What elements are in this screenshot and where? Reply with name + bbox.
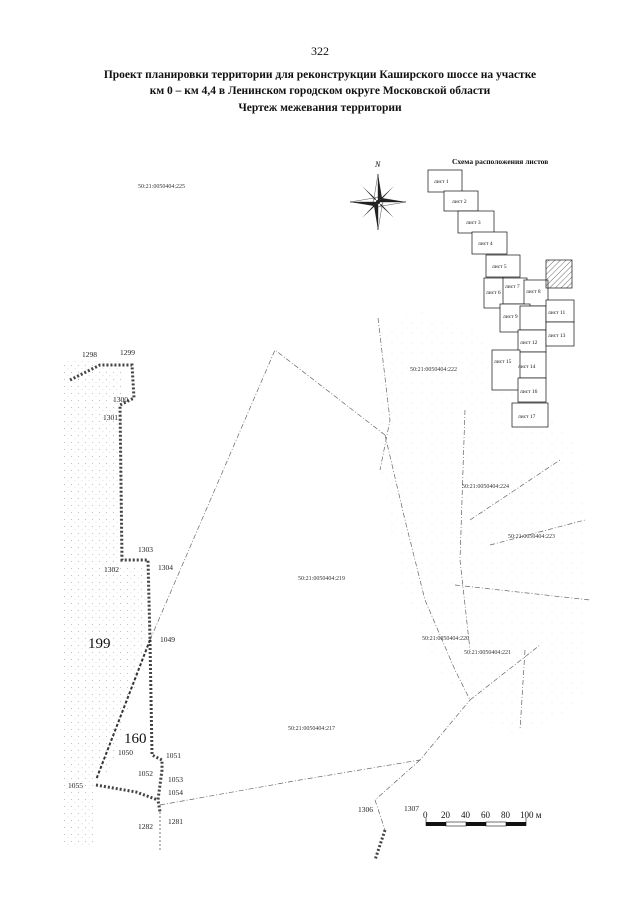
boundary-223 (489, 519, 586, 546)
point-label: 1050 (118, 748, 133, 757)
sheet-label: лист 16 (520, 389, 538, 395)
sheet-5 (485, 254, 521, 278)
point-label: 1303 (138, 545, 153, 554)
sheet-label: лист 1 (434, 179, 449, 185)
parcel-label: 50:21:0050404:225 (138, 184, 185, 190)
sheet-9b (519, 305, 547, 331)
point-label: 1051 (166, 751, 181, 760)
title-line-1: Проект планировки территории для реконст… (103, 69, 537, 81)
sheet-label: лист 5 (492, 264, 507, 270)
scale-label: 40 (461, 810, 471, 820)
zone-label-199: 199 (88, 636, 111, 652)
point-label: 1302 (104, 565, 119, 574)
title-line-2: км 0 – км 4,4 в Ленинском городском окру… (149, 85, 491, 97)
point-label: 1299 (120, 348, 135, 357)
parcel-label: 50:21:0050404:217 (288, 726, 335, 732)
parcel-boundaries (149, 317, 591, 831)
point-label: 1282 (138, 822, 153, 831)
point-label: 1049 (160, 635, 175, 644)
boundary-221 (519, 649, 526, 731)
sheet-label: лист 12 (520, 340, 538, 346)
parcel-label: 50:21:0050404:220 (422, 636, 469, 642)
sheet-14 (515, 351, 547, 379)
page-number: 322 (311, 44, 329, 58)
point-label: 1300 (113, 395, 128, 404)
scale-label: 20 (441, 810, 451, 820)
boundary-222 (377, 317, 391, 471)
parcel-label: 50:21:0050404:224 (462, 484, 509, 490)
compass-rose: N (349, 160, 407, 231)
point-label: 1053 (168, 775, 183, 784)
scale-label: 60 (481, 810, 491, 820)
point-label: 1306 (358, 805, 373, 814)
sheet-label: лист 3 (466, 220, 481, 226)
point-label: 1055 (68, 781, 83, 790)
point-label: 1304 (158, 563, 173, 572)
compass-north-label: N (374, 160, 381, 169)
parcel-label: 50:21:0050404:222 (410, 367, 457, 373)
sheet-10 (545, 259, 573, 289)
scale-bar: 0 20 40 60 80 100 м (423, 810, 542, 827)
sheet-label: лист 14 (518, 364, 536, 370)
scale-label: 100 м (520, 810, 542, 820)
zone-label-160: 160 (124, 731, 147, 747)
parcel-label: 50:21:0050404:223 (508, 534, 555, 540)
sheet-13 (545, 321, 575, 347)
boundary-1306 (373, 829, 387, 861)
sheet-4 (471, 231, 508, 255)
boundary-1055 (95, 783, 159, 802)
point-label: 1298 (82, 350, 97, 359)
sheet-label: лист 8 (526, 289, 541, 295)
scale-label: 0 (423, 810, 428, 820)
point-label: 1307 (404, 804, 419, 813)
boundary-219-east (384, 434, 471, 701)
scale-label: 80 (501, 810, 511, 820)
parcel-label: 50:21:0050404:221 (464, 650, 511, 656)
sheet-17 (511, 402, 549, 428)
boundary-220 (454, 584, 591, 601)
point-labels: 1298 1299 1300 1301 1302 1303 1304 1049 … (68, 348, 419, 831)
zone-160-edge (95, 639, 151, 781)
boundary-224-2 (469, 459, 561, 521)
sheet-label: лист 2 (452, 199, 467, 205)
sheet-15 (491, 349, 521, 391)
sheet-index-inset: Схема расположения листов лист 1 лист 2 … (427, 157, 575, 428)
sheet-label: лист 4 (478, 241, 493, 247)
boundary-217-south (159, 699, 471, 806)
boundary-1049-1054 (148, 639, 164, 813)
sheet-8 (523, 279, 549, 307)
boundary-219-north (149, 349, 386, 641)
zone-boundaries (69, 363, 387, 861)
inset-title: Схема расположения листов (452, 157, 548, 166)
sheet-label: лист 9 (503, 314, 518, 320)
boundary-217-east (374, 759, 421, 831)
parcel-label: 50:21:0050404:219 (298, 576, 345, 582)
point-label: 1281 (168, 817, 183, 826)
point-label: 1301 (103, 413, 118, 422)
boundary-221b (469, 644, 541, 701)
sheet-label: лист 17 (518, 414, 536, 420)
parcel-labels: 50:21:0050404:225 50:21:0050404:222 50:2… (138, 184, 555, 732)
point-label: 1052 (138, 769, 153, 778)
title-line-3: Чертеж межевания территории (238, 102, 402, 114)
sheet-label: лист 15 (494, 359, 512, 365)
boundary-224-1 (459, 409, 471, 651)
sheet-label: лист 11 (548, 310, 565, 316)
point-label: 1054 (168, 788, 183, 797)
sheet-label: лист 13 (548, 333, 566, 339)
sheet-label: лист 7 (505, 284, 520, 290)
sheet-label: лист 6 (486, 290, 501, 296)
sheet-16 (517, 377, 547, 403)
sheet-7 (502, 277, 528, 305)
